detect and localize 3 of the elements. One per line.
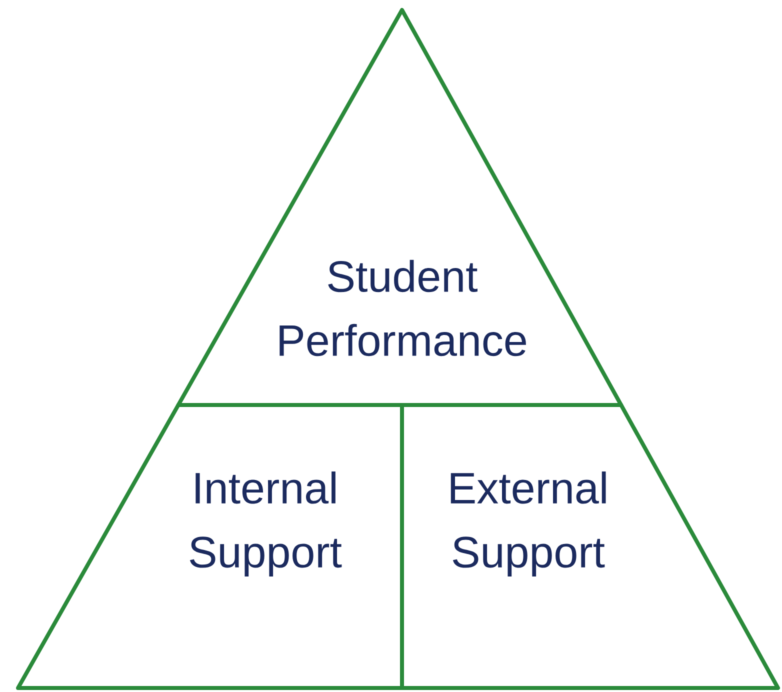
pyramid-section: Student Performance: [176, 8, 624, 407]
pyramid-section: External Support: [400, 402, 780, 690]
pyramid-section: Internal Support: [16, 402, 404, 690]
